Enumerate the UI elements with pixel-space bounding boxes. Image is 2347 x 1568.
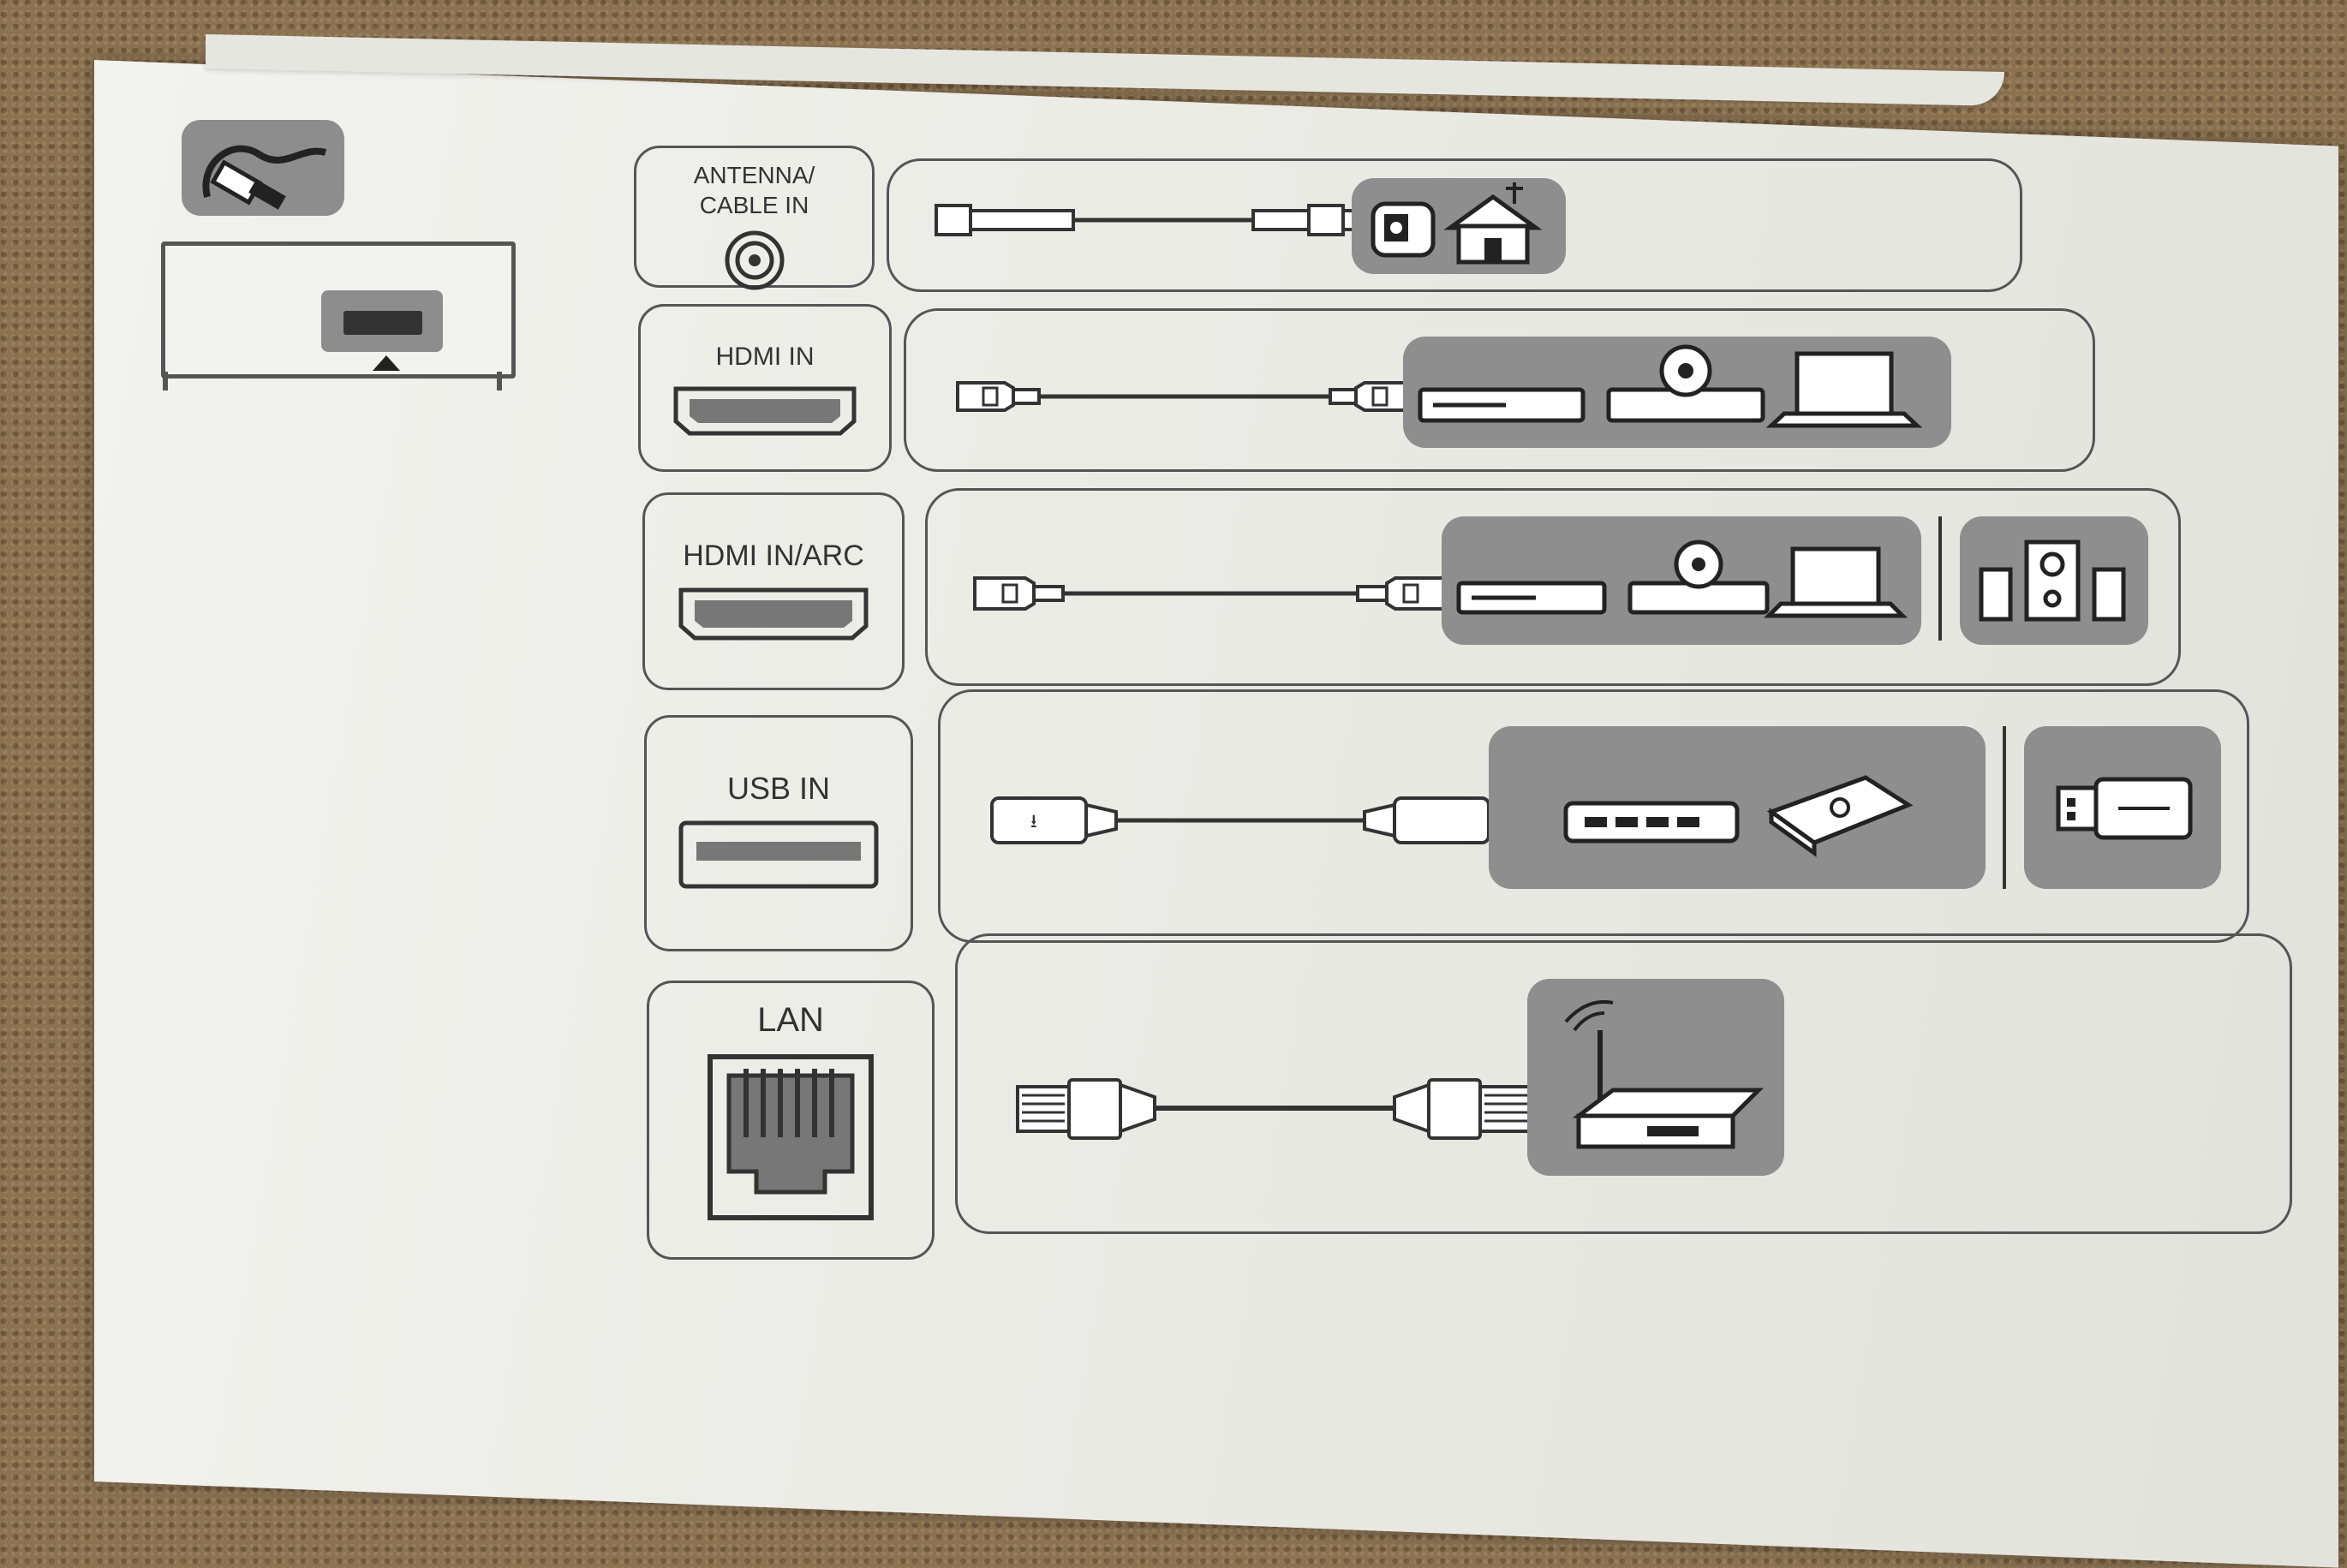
antenna-cable-box: [887, 158, 2022, 292]
hdmi-device-group: [1403, 337, 1951, 448]
hdmi-cable-box: [904, 308, 2095, 472]
wireless-router-icon: [1564, 1000, 1765, 1149]
usb-hard-drive-icon: [1766, 775, 1914, 857]
usb-divider: [2003, 726, 2006, 889]
antenna-label-box: ANTENNA/ CABLE IN: [634, 146, 875, 290]
svg-text:⭳: ⭳: [1030, 811, 1037, 832]
lan-device-group: [1527, 979, 1784, 1176]
usb-flash-drive-icon: [2056, 777, 2193, 840]
set-top-box-icon: [1418, 387, 1586, 423]
hdmi-cable-icon: [956, 381, 1413, 412]
usb-label: USB IN: [726, 771, 831, 806]
usb-cable-box: ⭳: [938, 689, 2249, 943]
tv-leg: [497, 372, 502, 391]
lan-cable-box: [955, 933, 2292, 1234]
hdmi-label-box: HDMI IN: [638, 304, 892, 472]
usb-label-box: USB IN: [644, 715, 913, 951]
hdmi-port-icon: [673, 386, 857, 435]
hdmi-arc-label-box: HDMI IN/ARC: [642, 492, 905, 690]
usb-flash-group: [2024, 726, 2221, 889]
usb-cable-icon: ⭳: [990, 796, 1490, 844]
coax-port-icon: [725, 230, 784, 290]
antenna-label-line2: CABLE IN: [699, 192, 809, 218]
arc-divider: [1938, 516, 1942, 641]
hdmi-arc-device-group: [1442, 516, 1921, 645]
hdmi-arc-cable-icon: [973, 576, 1448, 611]
hdmi-label: HDMI IN: [715, 343, 815, 371]
laptop-icon: [1763, 546, 1908, 618]
usb-port-icon: [678, 820, 879, 889]
antenna-wall-outlet-icon: [1371, 201, 1436, 258]
hdmi-arc-label: HDMI IN/ARC: [683, 540, 864, 572]
lan-label-box: LAN: [647, 981, 935, 1260]
dvd-player-icon: [1627, 540, 1770, 615]
dvd-player-icon: [1606, 344, 1765, 423]
set-top-box-icon: [1456, 581, 1607, 615]
hdmi-arc-cable-box: [925, 488, 2181, 686]
tv-back-panel-icon: [161, 241, 516, 379]
speaker-system-icon: [1979, 540, 2126, 622]
antenna-label-line1: ANTENNA/: [693, 162, 815, 188]
ethernet-cable-icon: [1016, 1078, 1533, 1140]
house-antenna-icon: [1443, 182, 1543, 265]
usb-device-group: [1489, 726, 1986, 889]
hdmi-arc-port-icon: [678, 587, 869, 640]
laptop-icon: [1765, 351, 1923, 428]
cable-connector-icon: [182, 120, 344, 216]
tv-leg: [163, 372, 168, 391]
usb-hub-icon: [1563, 801, 1740, 844]
lan-label: LAN: [757, 1001, 824, 1039]
speaker-device-group: [1960, 516, 2148, 645]
coax-cable-icon: [935, 204, 1358, 236]
antenna-device-group: [1352, 178, 1566, 274]
ethernet-port-icon: [708, 1054, 874, 1220]
